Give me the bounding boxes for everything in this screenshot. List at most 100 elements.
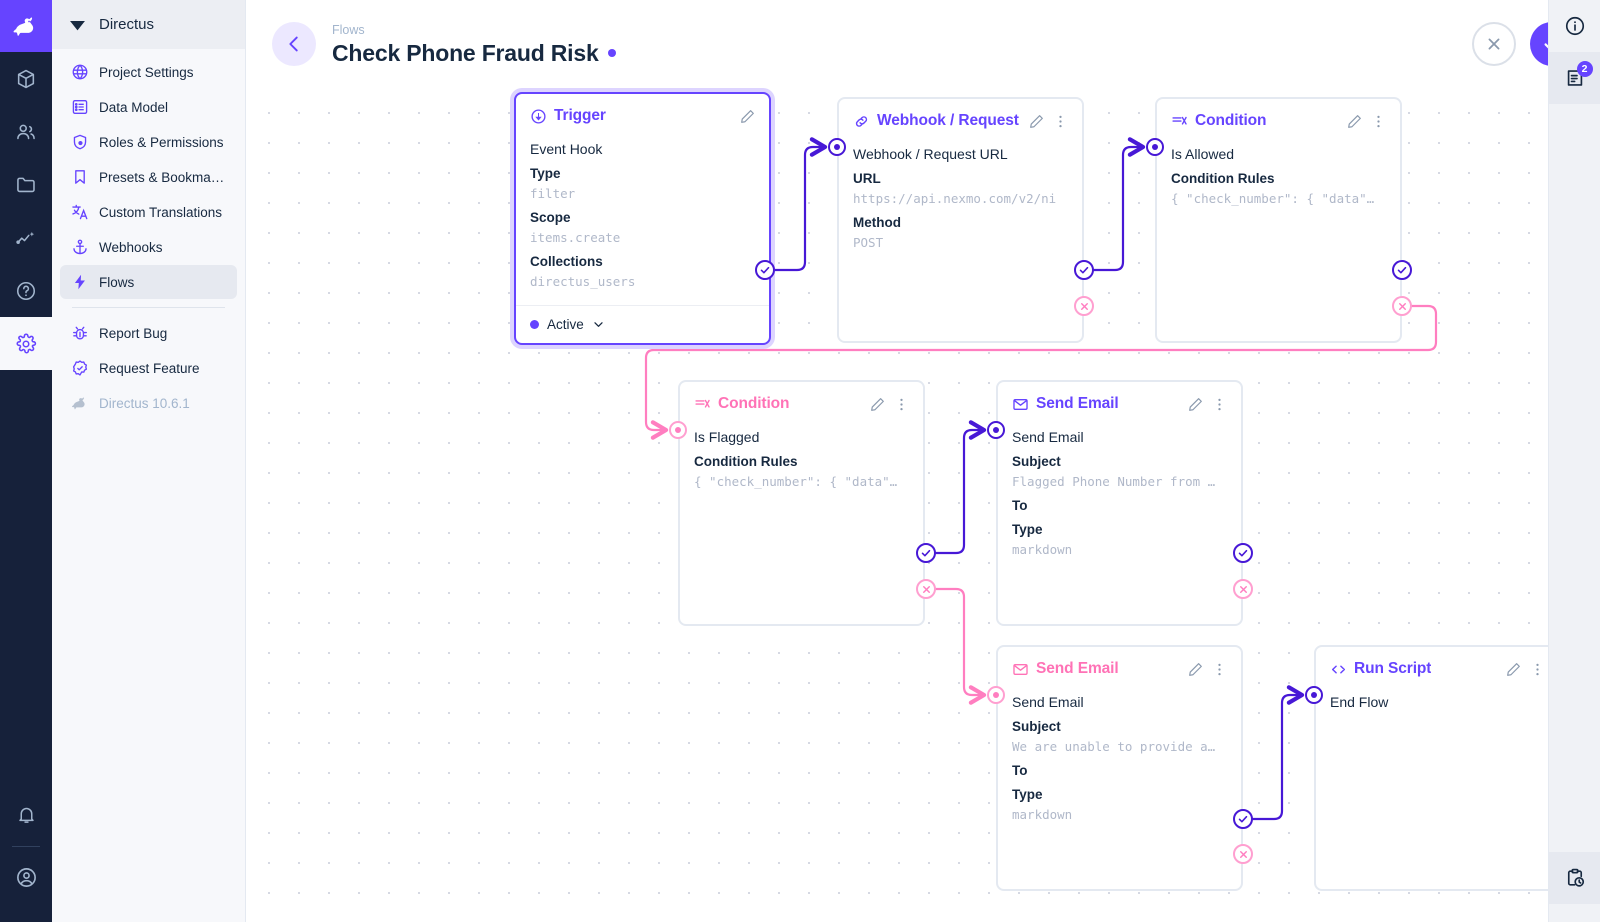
flow-info-button[interactable]	[1549, 0, 1600, 52]
cancel-button[interactable]	[1472, 22, 1516, 66]
edit-pencil-icon[interactable]	[1185, 394, 1205, 414]
directus-rabbit-logo[interactable]	[0, 0, 52, 52]
handle-accept-trigger[interactable]	[755, 260, 775, 280]
rabbit-icon	[70, 394, 89, 413]
sidebar-item-label: Presets & Bookmar…	[99, 169, 227, 185]
flow-logs-button[interactable]: 2	[1548, 52, 1600, 104]
edge-webhook-accept-to-cond-allowed[interactable]	[1092, 137, 1146, 272]
handle-reject-cond-allowed[interactable]	[1392, 296, 1412, 316]
node-header[interactable]: Trigger	[516, 94, 769, 138]
handle-target-email-flagged[interactable]	[987, 421, 1005, 439]
sidebar-item-presets-bookmarks[interactable]: Presets & Bookmar…	[60, 160, 237, 194]
node-header[interactable]: Condition	[1157, 99, 1400, 143]
sidebar-item-project-settings[interactable]: Project Settings	[60, 55, 237, 89]
rail-item-settings[interactable]	[0, 317, 52, 370]
module-rail	[0, 0, 52, 922]
node-field-key: Condition Rules	[1171, 171, 1275, 186]
rail-item-account[interactable]	[0, 851, 52, 904]
edit-pencil-icon[interactable]	[1344, 111, 1364, 131]
node-field-value: items.create	[530, 230, 621, 245]
edit-pencil-icon[interactable]	[1185, 659, 1205, 679]
public-globe-icon	[70, 63, 89, 82]
node-header[interactable]: Run Script	[1316, 647, 1559, 691]
handle-reject-webhook[interactable]	[1074, 296, 1094, 316]
handle-reject-email-flagged[interactable]	[1233, 579, 1253, 599]
node-title: Send Email	[1036, 660, 1119, 677]
chevron-down-icon[interactable]	[592, 318, 605, 331]
handle-reject-email-unable[interactable]	[1233, 844, 1253, 864]
sidebar-item-webhooks[interactable]: Webhooks	[60, 230, 237, 264]
more-options-icon[interactable]	[1368, 111, 1388, 131]
node-footer[interactable]: Active	[516, 305, 769, 343]
edit-pencil-icon[interactable]	[737, 106, 757, 126]
handle-accept-webhook[interactable]	[1074, 260, 1094, 280]
handle-target-webhook[interactable]	[828, 138, 846, 156]
edge-email-unable-accept-to-run-script[interactable]	[1251, 685, 1305, 821]
project-header[interactable]: Directus	[52, 0, 245, 49]
edge-cond-flagged-reject-to-email-unable[interactable]	[934, 587, 987, 705]
node-header[interactable]: Send Email	[998, 382, 1241, 426]
handle-target-run-script[interactable]	[1305, 686, 1323, 704]
rail-item-content[interactable]	[0, 52, 52, 105]
rail-item-file-library[interactable]	[0, 158, 52, 211]
rail-item-user-directory[interactable]	[0, 105, 52, 158]
sidebar-item-flows[interactable]: Flows	[60, 265, 237, 299]
edge-cond-flagged-accept-to-email-flagged[interactable]	[934, 420, 987, 555]
sidebar-item-report-bug[interactable]: Report Bug	[60, 316, 237, 350]
back-button[interactable]	[272, 22, 316, 66]
node-field-value: directus_users	[530, 274, 636, 289]
sidebar-item-label: Webhooks	[99, 239, 163, 255]
node-header-actions	[1026, 111, 1070, 131]
node-header[interactable]: Send Email	[998, 647, 1241, 691]
handle-accept-email-unable[interactable]	[1233, 809, 1253, 829]
handle-target-email-unable[interactable]	[987, 686, 1005, 704]
handle-accept-cond-flagged[interactable]	[916, 543, 936, 563]
edge-cond-allowed-reject-to-cond-flagged[interactable]	[644, 304, 1438, 440]
sidebar-item-roles-permissions[interactable]: Roles & Permissions	[60, 125, 237, 159]
node-header-actions	[1503, 659, 1547, 679]
trigger-bolt-circle-icon	[530, 108, 547, 125]
more-options-icon[interactable]	[1050, 111, 1070, 131]
sidebar-item-custom-translations[interactable]: Custom Translations	[60, 195, 237, 229]
sidebar-divider	[72, 307, 225, 308]
activity-log-button[interactable]	[1548, 852, 1600, 904]
target-dot-icon	[1146, 138, 1164, 156]
edge-trigger-accept-to-webhook[interactable]	[773, 137, 828, 272]
node-field-key: URL	[853, 171, 881, 186]
more-options-icon[interactable]	[1209, 394, 1229, 414]
node-field-value: Flagged Phone Number from …	[1012, 474, 1216, 489]
handle-accept-email-flagged[interactable]	[1233, 543, 1253, 563]
breadcrumb[interactable]: Flows	[332, 22, 365, 37]
code-brackets-icon	[1330, 661, 1347, 678]
handle-reject-cond-flagged[interactable]	[916, 579, 936, 599]
handle-target-cond-flagged[interactable]	[669, 421, 687, 439]
handle-target-cond-allowed[interactable]	[1146, 138, 1164, 156]
rail-item-insights[interactable]	[0, 211, 52, 264]
handle-accept-cond-allowed[interactable]	[1392, 260, 1412, 280]
condition-icon	[1171, 113, 1188, 130]
edit-pencil-icon[interactable]	[1503, 659, 1523, 679]
node-header[interactable]: Webhook / Request U	[839, 99, 1082, 143]
node-field-value: filter	[530, 186, 576, 201]
rail-item-help[interactable]	[0, 264, 52, 317]
more-options-icon[interactable]	[891, 394, 911, 414]
sidebar-item-request-feature[interactable]: Request Feature	[60, 351, 237, 385]
more-options-icon[interactable]	[1209, 659, 1229, 679]
sidebar-item-data-model[interactable]: Data Model	[60, 90, 237, 124]
edit-pencil-icon[interactable]	[867, 394, 887, 414]
rail-item-notifications[interactable]	[0, 789, 52, 842]
node-header[interactable]: Condition	[680, 382, 923, 426]
edit-pencil-icon[interactable]	[1026, 111, 1046, 131]
sidebar-item-label: Roles & Permissions	[99, 134, 224, 150]
more-options-icon[interactable]	[1527, 659, 1547, 679]
node-field-key: Subject	[1012, 719, 1061, 734]
